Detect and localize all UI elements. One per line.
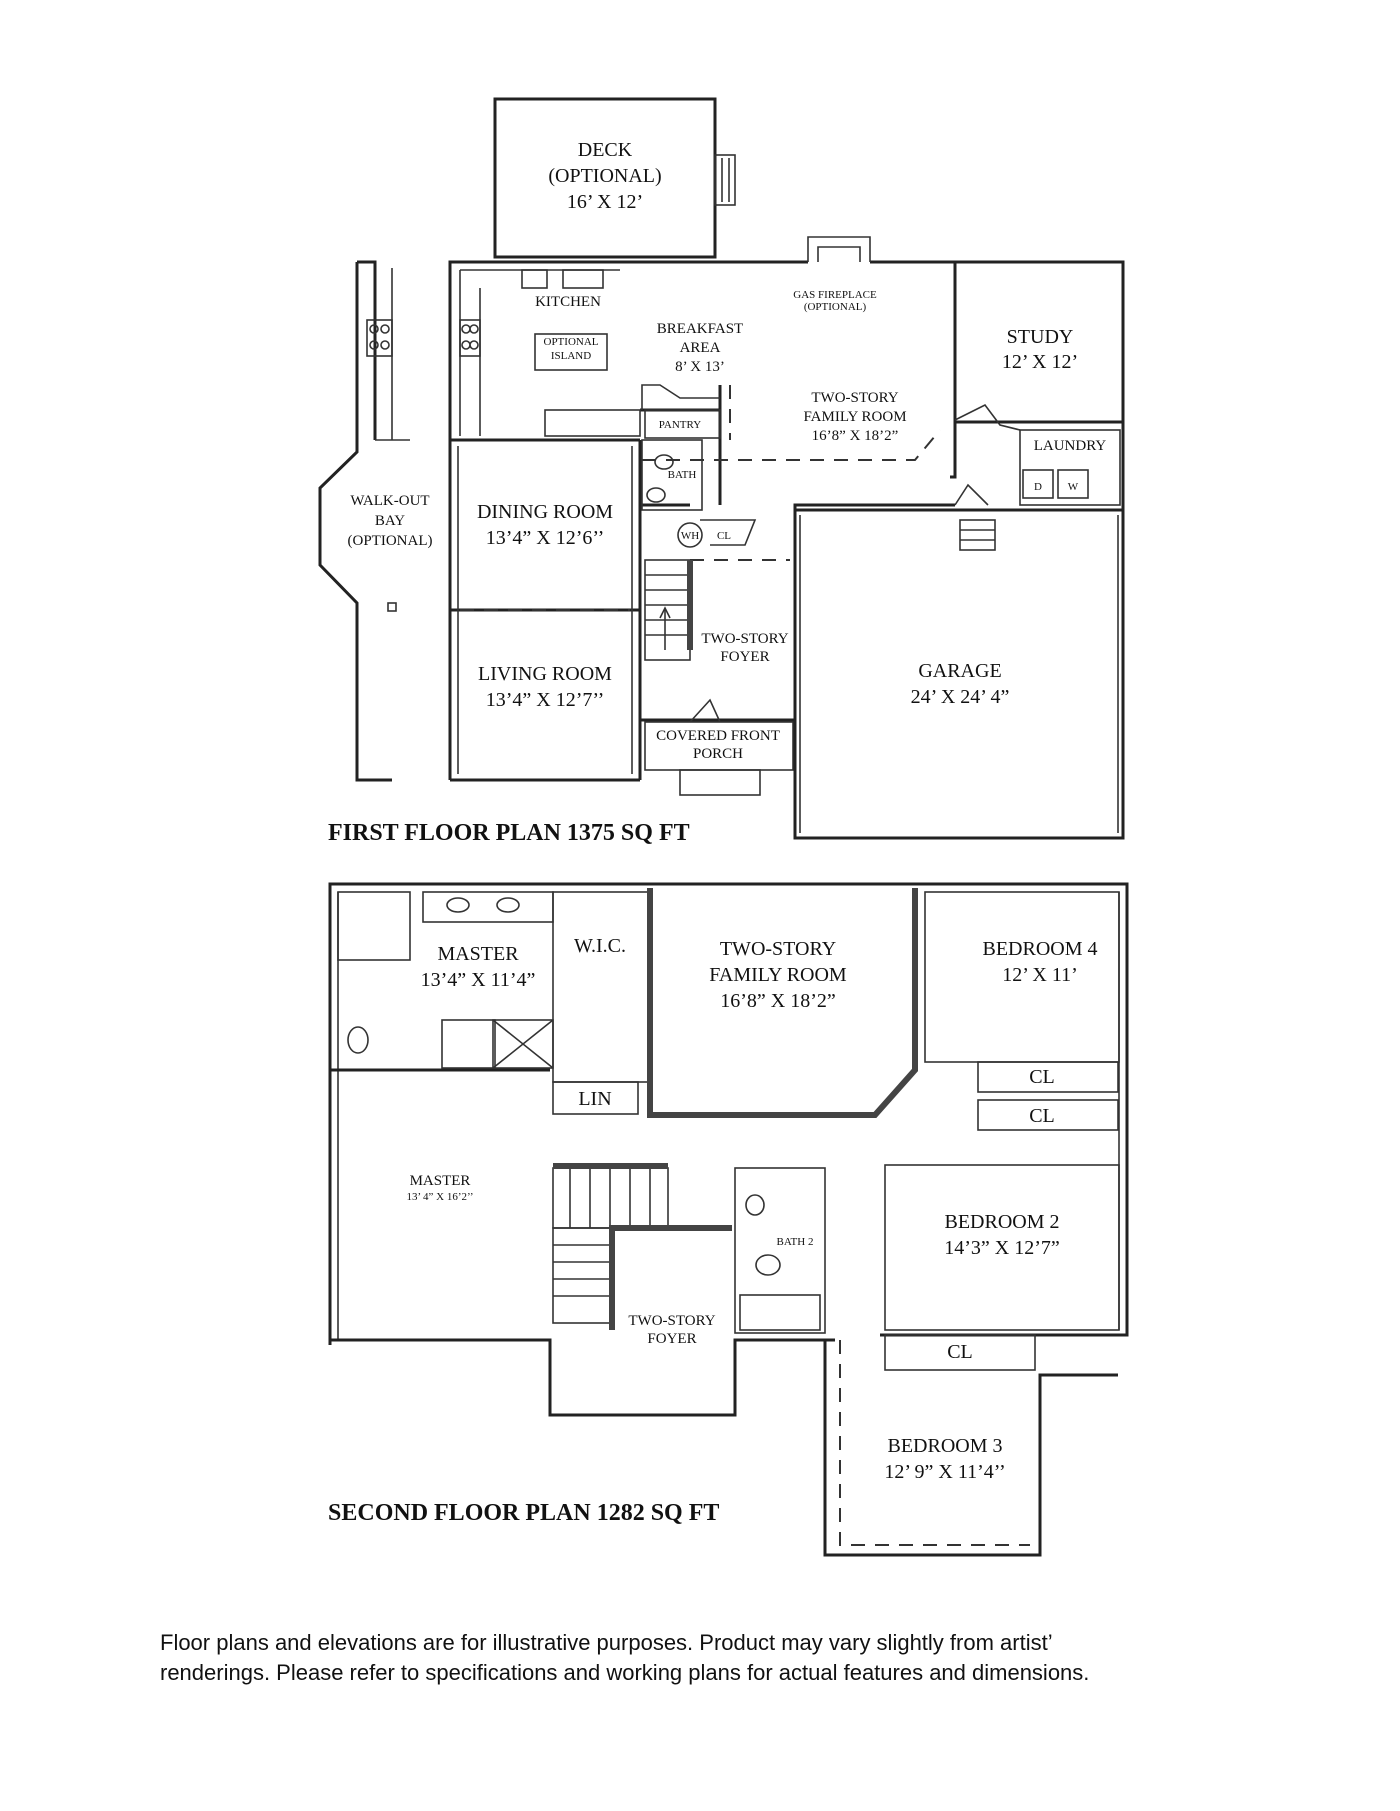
dining-room-label: DINING ROOM (477, 501, 613, 523)
second-floor-plan: MASTER 13’4” X 11’4” W.I.C. TWO-STORY FA… (328, 882, 1129, 1557)
bedroom3-closet-label: CL (947, 1341, 973, 1363)
bedroom2-label: BEDROOM 2 (944, 1211, 1059, 1233)
laundry-label: LAUNDRY (1034, 438, 1107, 454)
bedroom3-dimensions: 12’ 9” X 11’4’’ (884, 1461, 1005, 1483)
fireplace-label: GAS FIREPLACE (793, 289, 877, 301)
master-bath-dimensions: 13’4” X 11’4” (421, 969, 536, 991)
covered-porch: COVERED FRONT PORCH (644, 698, 794, 796)
family-room-dimensions: 16’8” X 18’2” (812, 428, 899, 444)
family-room-label-2: FAMILY ROOM (803, 409, 906, 425)
breakfast-dimensions: 8’ X 13’ (675, 359, 725, 375)
bath-label: BATH (668, 469, 697, 481)
upper-foyer-label-2: FOYER (647, 1331, 696, 1347)
bedroom4-dimensions: 12’ X 11’ (1002, 964, 1078, 986)
optional-island-label: OPTIONAL (544, 336, 599, 348)
study-dimensions: 12’ X 12’ (1002, 351, 1078, 373)
second-floor-title: SECOND FLOOR PLAN 1282 SQ FT (328, 1500, 719, 1526)
upper-family-label: TWO-STORY (720, 938, 836, 960)
upper-family-label-2: FAMILY ROOM (709, 964, 847, 986)
fireplace: GAS FIREPLACE (OPTIONAL) (793, 236, 877, 313)
family-room-label: TWO-STORY (811, 390, 898, 406)
walkout-bay-label-3: (OPTIONAL) (348, 533, 433, 549)
second-floor-stairs: TWO-STORY FOYER (552, 1163, 732, 1347)
foyer-label: TWO-STORY (701, 631, 788, 647)
kitchen-label: KITCHEN (535, 294, 601, 310)
upper-foyer-label: TWO-STORY (628, 1313, 715, 1329)
dryer-label: D (1034, 481, 1042, 493)
porch-label-2: PORCH (693, 746, 743, 762)
second-floor-walls (328, 882, 1129, 1557)
deck: DECK (OPTIONAL) 16’ X 12’ (493, 97, 736, 259)
deck-dimensions: 16’ X 12’ (567, 191, 643, 213)
fireplace-optional-label: (OPTIONAL) (804, 301, 867, 313)
master-bed-label: MASTER (410, 1173, 471, 1189)
walkout-bay-label: WALK-OUT (350, 493, 429, 509)
kitchen: KITCHEN OPTIONAL ISLAND (459, 269, 641, 437)
porch-label: COVERED FRONT (656, 728, 780, 744)
bedroom2-dimensions: 14’3” X 12’7” (944, 1237, 1060, 1259)
deck-label: DECK (578, 139, 633, 161)
bath-wh-cl: BATH WH CL (641, 439, 757, 548)
optional-island-label-2: ISLAND (551, 350, 591, 362)
garage: GARAGE 24’ X 24’ 4” (793, 508, 1125, 840)
bedroom4-label: BEDROOM 4 (982, 938, 1097, 960)
water-heater-label: WH (681, 530, 699, 542)
bath2-label: BATH 2 (777, 1236, 814, 1248)
walk-in-closet: W.I.C. (552, 891, 649, 1083)
living-room-dimensions: 13’4” X 12’7’’ (486, 689, 604, 711)
dining-room-dimensions: 13’4” X 12’6’’ (486, 527, 604, 549)
bath-2: BATH 2 (734, 1167, 826, 1334)
garage-dimensions: 24’ X 24’ 4” (911, 686, 1010, 708)
pantry-label: PANTRY (659, 419, 701, 431)
study-label: STUDY (1007, 326, 1074, 348)
family-room-open: TWO-STORY FAMILY ROOM 16’8” X 18’2” (647, 888, 918, 1118)
disclaimer: Floor plans and elevations are for illus… (160, 1628, 1310, 1688)
garage-label: GARAGE (918, 660, 1001, 682)
closet-top-label: CL (1029, 1066, 1055, 1088)
wic-label: W.I.C. (574, 935, 626, 957)
washer-label: W (1068, 481, 1079, 493)
bedroom-3: CL BEDROOM 3 12’ 9” X 11’4’’ (839, 1334, 1036, 1546)
upper-family-dimensions: 16’8” X 18’2” (720, 990, 836, 1012)
living-room-label: LIVING ROOM (478, 663, 612, 685)
disclaimer-line-2: renderings. Please refer to specificatio… (160, 1660, 1090, 1685)
study-laundry: STUDY 12’ X 12’ LAUNDRY D W (954, 326, 1121, 551)
master-bedroom: MASTER 13’ 4” X 16’2’’ (406, 1173, 473, 1203)
closet-mid-label: CL (1029, 1105, 1055, 1127)
bedroom-4: BEDROOM 4 12’ X 11’ CL CL (924, 891, 1120, 1131)
disclaimer-line-1: Floor plans and elevations are for illus… (160, 1630, 1053, 1655)
linen-label: LIN (578, 1088, 611, 1110)
master-bed-dimensions: 13’ 4” X 16’2’’ (406, 1191, 473, 1203)
dining-living: DINING ROOM 13’4” X 12’6’’ LIVING ROOM 1… (460, 501, 630, 711)
walkout-bay: WALK-OUT BAY (OPTIONAL) (318, 260, 433, 782)
breakfast-area-label: AREA (680, 340, 721, 356)
foyer-label-2: FOYER (720, 649, 769, 665)
first-floor-stairs: TWO-STORY FOYER (644, 559, 789, 665)
breakfast-label: BREAKFAST (657, 321, 743, 337)
bedroom3-label: BEDROOM 3 (887, 1435, 1002, 1457)
first-floor-title: FIRST FLOOR PLAN 1375 SQ FT (328, 820, 690, 846)
first-floor-plan: DECK (OPTIONAL) 16’ X 12’ GAS F (318, 97, 1125, 846)
bedroom-2: BEDROOM 2 14’3” X 12’7” (884, 1164, 1120, 1331)
deck-optional-label: (OPTIONAL) (548, 165, 661, 187)
closet-label: CL (717, 530, 731, 542)
breakfast-family-area: BREAKFAST AREA 8’ X 13’ TWO-STORY FAMILY… (641, 321, 941, 561)
walkout-bay-label-2: BAY (375, 513, 405, 529)
linen-closet: LIN (552, 1081, 639, 1115)
master-bath-label: MASTER (437, 943, 519, 965)
master-bath: MASTER 13’4” X 11’4” (337, 891, 554, 1069)
